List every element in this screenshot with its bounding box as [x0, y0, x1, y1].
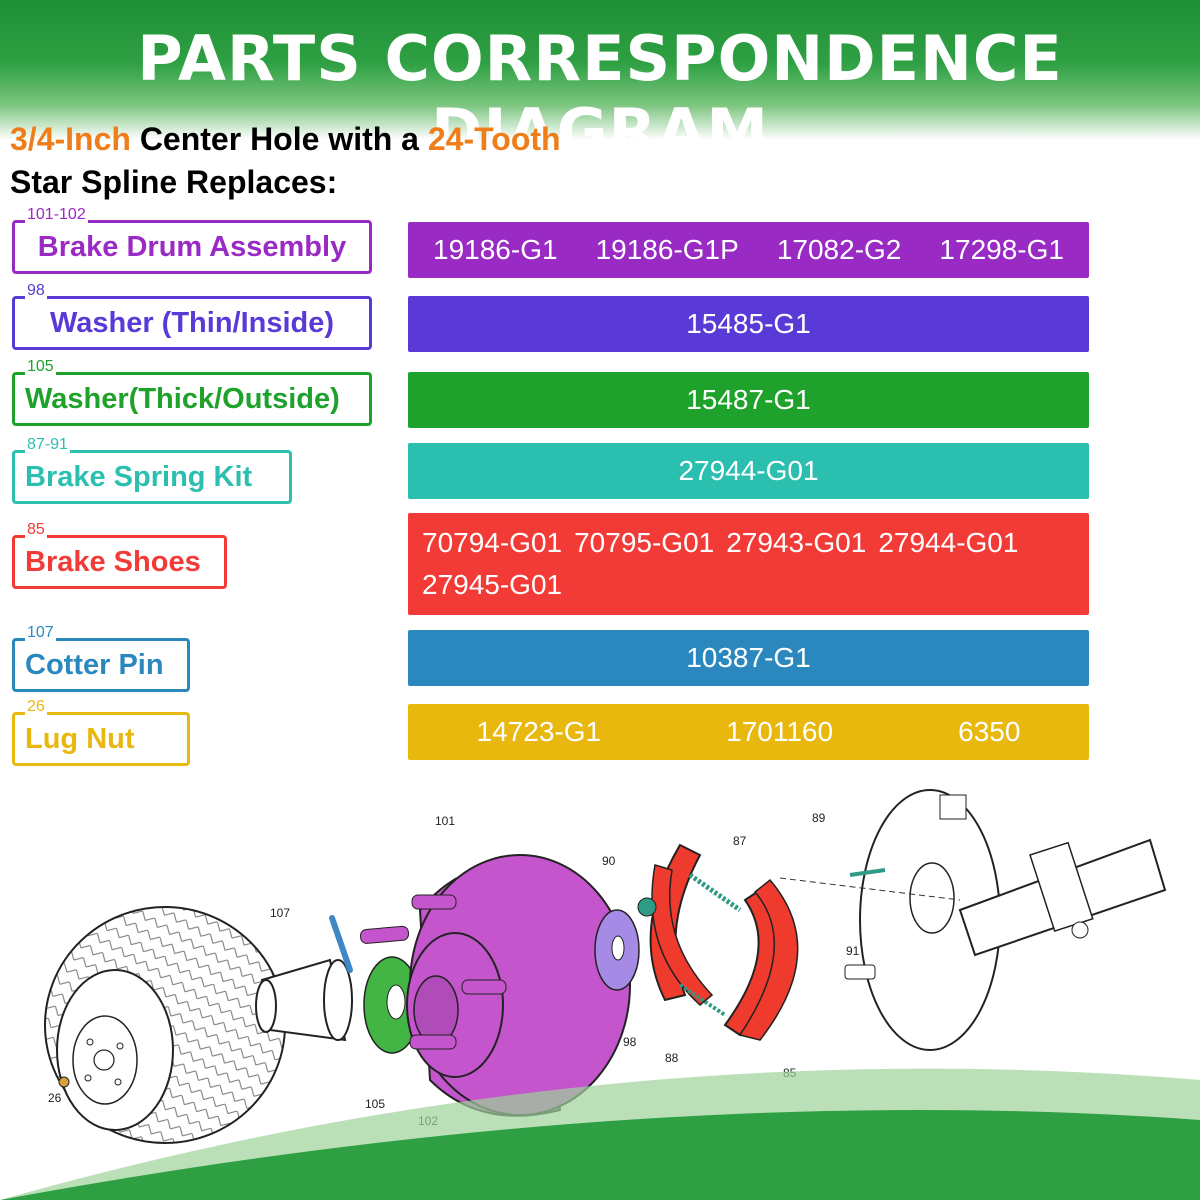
callout-87: 87	[733, 834, 747, 848]
part-codes-bar-1: 19186-G1 19186-G1P 17082-G2 17298-G1	[408, 222, 1089, 278]
part-code: 15487-G1	[686, 384, 811, 415]
intro-text: 3/4-Inch Center Hole with a 24-Tooth Sta…	[10, 118, 561, 204]
part-code: 10387-G1	[686, 642, 811, 673]
intro-teeth: 24-Tooth	[427, 121, 561, 157]
intro-size: 3/4-Inch	[10, 121, 131, 157]
part-name: Washer(Thick/Outside)	[25, 382, 340, 415]
callout-88: 88	[665, 1051, 679, 1065]
callout-91: 91	[846, 944, 860, 958]
part-code: 15485-G1	[686, 308, 811, 339]
part-codes-bar-2: 15485-G1	[408, 296, 1089, 352]
part-code: 70795-G01	[574, 527, 715, 558]
part-codes-bar-4: 27944-G01	[408, 443, 1089, 499]
part-name: Lug Nut	[25, 722, 135, 755]
thin-washer-drawing	[594, 909, 640, 991]
exploded-brake-diagram: 1011079087899198888510510226	[44, 789, 1167, 1144]
callout-26: 26	[48, 1091, 62, 1105]
part-codes-bar-3: 15487-G1	[408, 372, 1089, 428]
callout-98: 98	[623, 1035, 637, 1049]
intro-line2: Star Spline Replaces:	[10, 164, 338, 200]
hub-cap-drawing	[255, 958, 353, 1042]
part-code: 70794-G01	[422, 527, 563, 558]
part-ref-number: 98	[25, 282, 47, 300]
header-banner	[0, 0, 1200, 140]
part-codes-bar-5: 70794-G01 70795-G01 27943-G01 27944-G01 2794…	[408, 513, 1089, 615]
part-ref-number: 101-102	[25, 206, 88, 224]
part-code: 14723-G1	[476, 716, 602, 747]
upper-spring-drawing	[688, 872, 742, 913]
page-title: PARTS CORRESPONDENCE DIAGRAM	[137, 22, 1063, 168]
callout-101: 101	[435, 814, 455, 828]
part-codes-bar-7: 14723-G1 1701160 6350	[408, 704, 1089, 760]
callout-105: 105	[365, 1097, 385, 1111]
part-name: Brake Spring Kit	[25, 460, 253, 493]
part-code: 27943-G01	[726, 527, 867, 558]
part-ref-number: 107	[25, 624, 56, 642]
cotter-pin-drawing	[329, 915, 353, 973]
part-ref-number: 105	[25, 358, 56, 376]
part-code: 27945-G01	[422, 569, 563, 600]
part-code: 27944-G01	[878, 527, 1019, 558]
intro-mid: Center Hole with a	[130, 121, 428, 157]
part-code: 1701160	[726, 716, 834, 747]
callout-107: 107	[270, 906, 290, 920]
part-name: Washer (Thin/Inside)	[49, 306, 335, 339]
part-code: 27944-G01	[678, 455, 819, 486]
adjuster-drawing	[637, 897, 657, 917]
part-ref-number: 87-91	[25, 436, 70, 454]
part-code: 6350	[958, 716, 1021, 747]
part-name: Brake Shoes	[25, 545, 201, 578]
part-name: Brake Drum Assembly	[37, 230, 347, 263]
lug-nut-dot	[58, 1076, 70, 1088]
callout-89: 89	[812, 811, 826, 825]
part-codes-bar-6: 10387-G1	[408, 630, 1089, 686]
lower-spring-drawing	[678, 983, 727, 1017]
part-name: Cotter Pin	[25, 648, 164, 681]
backing-plate-drawing	[844, 789, 1167, 1051]
brake-shoes-drawing	[649, 843, 799, 1041]
callout-90: 90	[602, 854, 616, 868]
part-code: 19186-G1P	[595, 234, 739, 265]
pin-89-drawing	[849, 868, 886, 877]
part-code: 17082-G2	[776, 234, 902, 265]
part-ref-number: 26	[25, 698, 47, 716]
tire-drawing	[44, 906, 286, 1144]
part-code: 19186-G1	[433, 234, 558, 265]
part-ref-number: 85	[25, 521, 47, 539]
part-code: 17298-G1	[939, 234, 1064, 265]
footer-swoosh	[0, 1068, 1200, 1200]
